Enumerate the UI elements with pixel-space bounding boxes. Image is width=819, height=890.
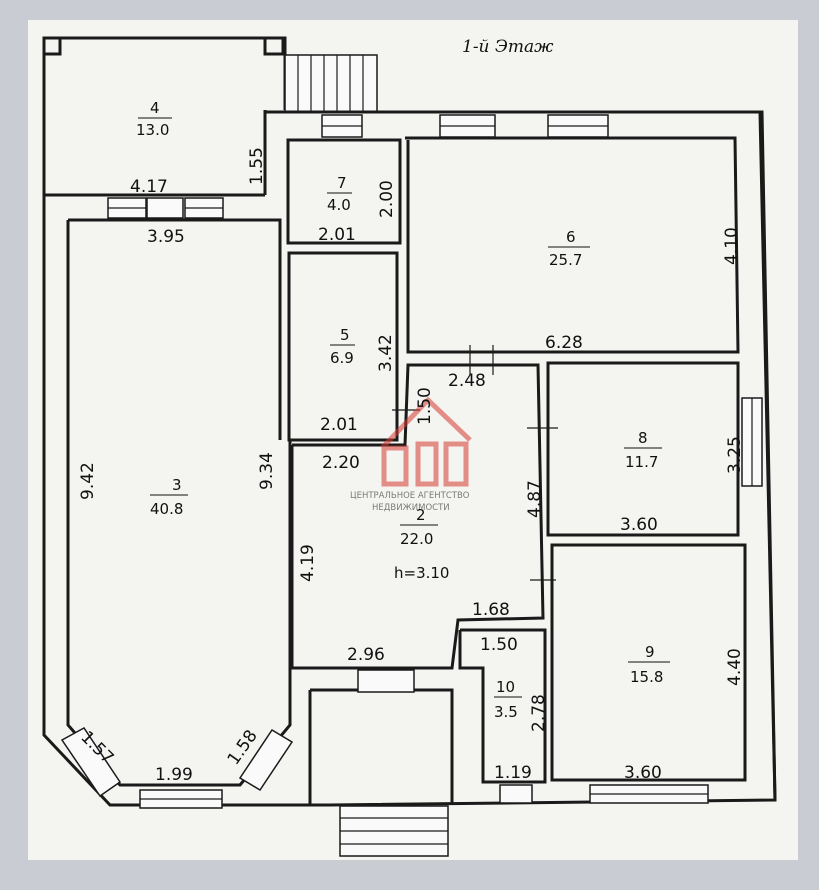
room-number: 8 [638,429,648,447]
room-number: 9 [645,643,655,661]
room-area: 15.8 [630,668,663,686]
dim-label: 2.48 [448,371,486,391]
room-labels: 4 13.0 7 4.0 6 25.7 5 6.9 3 40.8 2 22.0 … [136,99,670,721]
windows [60,114,763,809]
dim-label: 2.96 [347,645,385,665]
dim-label: 4.40 [725,648,745,686]
dim-label: 3.42 [376,334,396,372]
dim-label: 4.10 [722,227,742,265]
room-8-outline [546,361,740,537]
dim-label: 1.19 [494,763,532,783]
room-7-outline [286,138,402,245]
room-area: 40.8 [150,500,183,518]
room-10-outline [458,628,547,784]
dim-label: 2.78 [529,694,549,732]
room-number: 10 [496,678,515,696]
dim-label: 6.28 [545,333,583,353]
dimensions: 1.55 4.17 3.95 2.00 2.01 4.10 6.28 3.42 … [76,147,745,785]
watermark-line2: НЕДВИЖИМОСТИ [372,503,450,513]
dim-label: 9.42 [78,462,98,500]
room-number: 6 [566,228,576,246]
room-area: 6.9 [330,349,354,367]
dim-label: 2.01 [320,415,358,435]
room-number: 7 [337,174,347,192]
dim-label: 4.17 [130,177,168,197]
stairs-bottom [339,805,449,857]
corner-column-left [42,36,62,56]
dim-label: 4.19 [298,544,318,582]
dim-label: 4.87 [525,480,545,518]
room-area: 13.0 [136,121,169,139]
room-5-outline [287,251,399,442]
room-number: 5 [340,326,350,344]
dim-label: 3.60 [624,763,662,783]
room-number: 3 [172,476,182,494]
dim-label: 2.00 [377,180,397,218]
room-area: 4.0 [327,196,351,214]
dim-label: 3.60 [620,515,658,535]
dim-label: 1.50 [480,635,518,655]
room-9-outline [550,543,747,782]
dim-label: 3.95 [147,227,185,247]
ceiling-height: h=3.10 [394,564,449,582]
room-area: 11.7 [625,453,658,471]
stairs-top [284,54,378,113]
room-area: 25.7 [549,251,582,269]
room-number: 2 [416,506,426,524]
floor-title: 1-й Этаж [462,37,554,57]
room-2-outline [290,363,545,670]
room-area: 22.0 [400,530,433,548]
dim-label: 1.99 [155,765,193,785]
room-area: 3.5 [494,703,518,721]
plan-paper [28,20,798,860]
room-number: 4 [150,99,160,117]
dim-label: 2.01 [318,225,356,245]
dim-label: 1.50 [415,387,435,425]
dim-label: 1.55 [247,147,267,185]
dim-label: 3.25 [725,436,745,474]
room-6-outline [405,136,740,354]
dim-label: 2.20 [322,453,360,473]
watermark-logo: ЦЕНТРАЛЬНОЕ АГЕНТСТВО НЕДВИЖИМОСТИ [350,396,472,513]
dim-label: 1.68 [472,600,510,620]
room-3-inner [68,218,282,440]
corner-column-right [263,36,285,56]
watermark-line1: ЦЕНТРАЛЬНОЕ АГЕНТСТВО [350,491,470,501]
dim-label: 9.34 [257,452,277,490]
door-marks [392,345,558,581]
